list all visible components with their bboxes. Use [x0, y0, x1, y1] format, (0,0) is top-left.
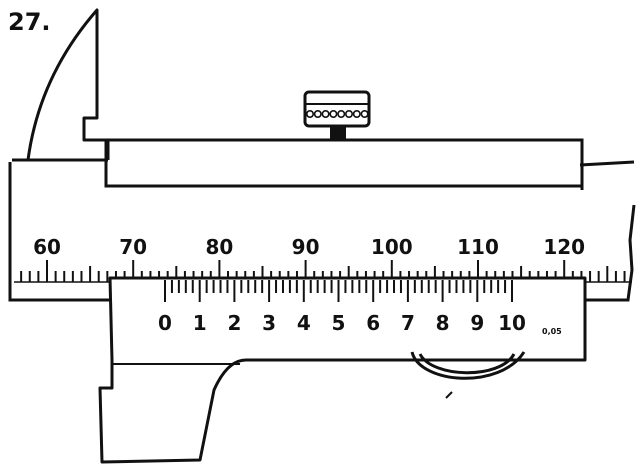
main-scale-label: 60	[33, 235, 61, 259]
vernier-label: 3	[262, 311, 276, 335]
thumb-grip	[410, 351, 526, 380]
knurl-mark	[321, 110, 330, 119]
vernier-label: 8	[436, 311, 450, 335]
vernier-label: 5	[332, 311, 346, 335]
vernier-label: 2	[227, 311, 241, 335]
knurl-mark	[337, 110, 346, 119]
main-scale-label: 70	[119, 235, 147, 259]
knurl-mark	[329, 110, 338, 119]
main-scale-label: 120	[543, 235, 585, 259]
vernier-label: 7	[401, 311, 415, 335]
knurl-mark	[360, 110, 369, 119]
main-beam	[8, 158, 636, 302]
vernier-resolution: 0,05	[542, 327, 562, 336]
vernier-label: 0	[158, 311, 172, 335]
main-scale-label: 100	[371, 235, 413, 259]
knurl-mark	[352, 110, 361, 119]
problem-number: 27.	[8, 8, 51, 36]
main-scale-label: 110	[457, 235, 499, 259]
fixed-upper-jaw	[26, 8, 110, 161]
knurl-mark	[305, 110, 314, 119]
vernier-label: 9	[470, 311, 484, 335]
knurl-mark	[344, 110, 353, 119]
thumb-screw	[303, 90, 371, 140]
vernier-label: 4	[297, 311, 311, 335]
main-scale-labels: 60 70 80 90 100 110 120	[33, 235, 585, 259]
main-scale-label: 90	[292, 235, 320, 259]
vernier-scale-ticks	[164, 280, 513, 302]
main-scale-label: 80	[205, 235, 233, 259]
vernier-label: 1	[193, 311, 207, 335]
vernier-slider	[98, 276, 587, 464]
depth-bar-housing	[104, 138, 584, 188]
vernier-label: 6	[366, 311, 380, 335]
vernier-label: 10	[498, 311, 526, 335]
knurl-mark	[313, 110, 322, 119]
